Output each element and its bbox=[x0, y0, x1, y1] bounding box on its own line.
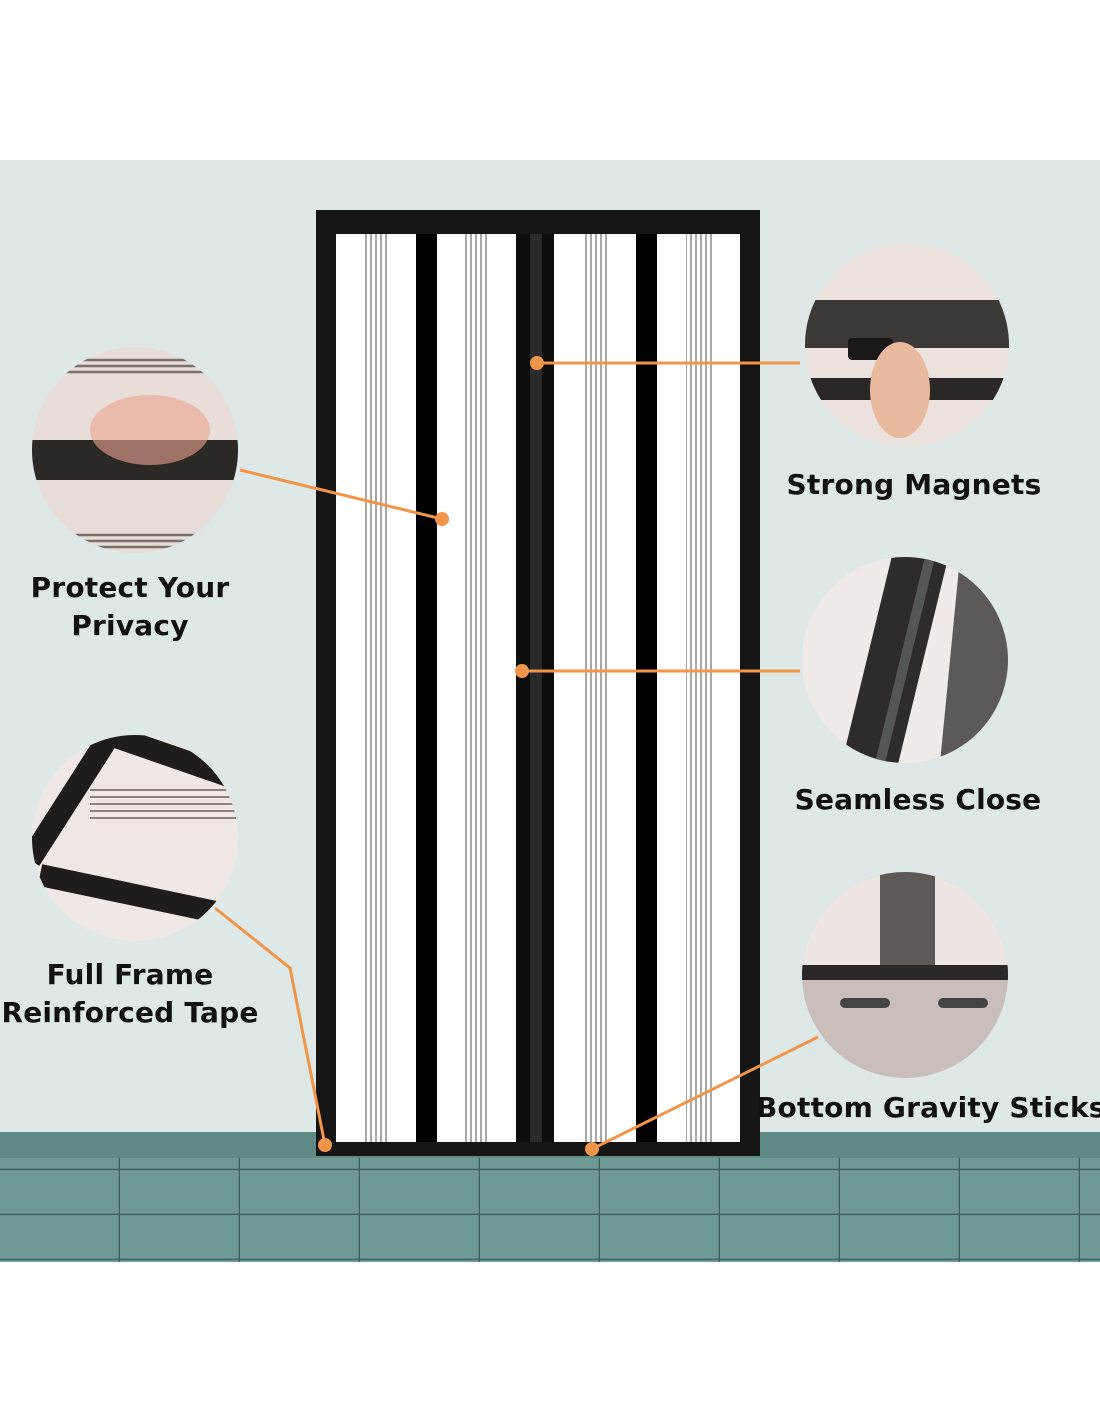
callout-dot bbox=[435, 512, 449, 526]
label-seamless-close: Seamless Close bbox=[794, 783, 1042, 816]
callout-dot bbox=[515, 664, 529, 678]
detail-frame bbox=[32, 735, 238, 941]
label-full-frame: Full Frame Reinforced Tape bbox=[1, 958, 259, 1029]
callout-dot bbox=[530, 356, 544, 370]
callout-dot bbox=[318, 1138, 332, 1152]
label-protect-privacy: Protect Your Privacy bbox=[30, 571, 230, 642]
screen-door bbox=[316, 210, 760, 1156]
floor bbox=[0, 1158, 1100, 1262]
detail-seamless bbox=[802, 557, 1008, 763]
detail-gravity bbox=[802, 872, 1008, 1078]
label-strong-magnets: Strong Magnets bbox=[786, 468, 1042, 501]
callouts bbox=[214, 361, 819, 1151]
detail-magnets bbox=[805, 243, 1009, 447]
label-bottom-gravity: Bottom Gravity Sticks bbox=[756, 1091, 1100, 1124]
detail-privacy bbox=[32, 347, 238, 553]
callout-dot bbox=[585, 1142, 599, 1156]
